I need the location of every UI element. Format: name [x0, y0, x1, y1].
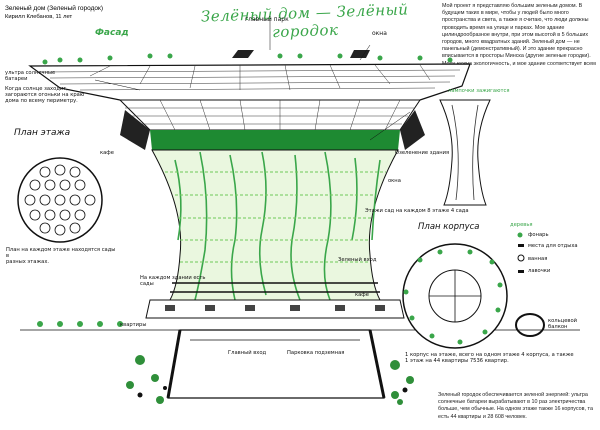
label-windows: окна — [372, 30, 387, 37]
project-description: Мой проект я представляю большим зеленым… — [442, 3, 596, 74]
label-trees: деревья — [510, 222, 533, 228]
drawing-author: Кирилл Клебанов, 11 лет — [5, 14, 73, 20]
label-greenery: Озеленение здания — [395, 150, 450, 156]
label-lights-on: лампочки зажигаются — [448, 88, 510, 94]
label-parking: Парковка подземная — [287, 350, 345, 356]
label-green-entrance: Зеленый вход — [338, 257, 377, 263]
label-lantern: фонарь — [528, 232, 549, 238]
roof-plan-title: План корпуса — [418, 222, 480, 232]
label-fountains: ванная — [528, 256, 548, 262]
label-rest-places: места для отдыха — [528, 243, 578, 249]
label-each-building: На каждом здании есть сады — [140, 275, 206, 288]
floor-note-line-2: разных этажах. — [6, 259, 50, 266]
label-main-entrance: Главный вход — [228, 350, 267, 356]
label-ultra-solar: ультра солнечные батареи — [5, 70, 56, 83]
floor-count-line-1: 1 корпус на этаже, всего на одном этаже … — [405, 352, 574, 358]
label-cafes: кафе — [355, 292, 369, 298]
label-sunset-line-3: дома по всему периметру. — [5, 98, 78, 105]
label-cafe: кафе — [100, 150, 114, 156]
label-windows-small: окна — [388, 178, 401, 184]
floor-count-line-2: 1 этаж на 44 квартиры 7536 квартир. — [405, 358, 509, 365]
label-sunset-line-1: Когда солнце заходит, — [5, 86, 68, 92]
floor-note-line-1: План на каждом этаже находятся сады в — [6, 247, 116, 260]
label-ring-balcony: кольцевой балкон — [548, 318, 578, 331]
label-floors: Этажи сад на каждом 8 этаже 4 сада — [365, 208, 469, 214]
footer-text: Зеленый городок обеспечивается зеленой э… — [438, 392, 593, 420]
label-sunset-line-2: загораются огоньки на краю — [5, 92, 85, 99]
header: Зеленый дом (Зеленый городок) Кирилл Кле… — [5, 5, 103, 21]
label-sunset-lights: Когда солнце заходит, загораются огоньки… — [5, 86, 115, 105]
label-apartments: квартиры — [120, 322, 147, 328]
floor-plan-title: План этажа — [14, 128, 71, 138]
drawing-header-title: Зеленый дом (Зеленый городок) — [5, 5, 104, 12]
floor-note: План на каждом этаже находятся сады в ра… — [6, 247, 116, 266]
floor-count-note: 1 корпус на этаже, всего на одном этаже … — [405, 352, 595, 364]
facade-label: Фасад — [95, 28, 129, 38]
label-main-park: главный парк — [245, 16, 289, 23]
label-benches: лавочки — [528, 268, 551, 274]
